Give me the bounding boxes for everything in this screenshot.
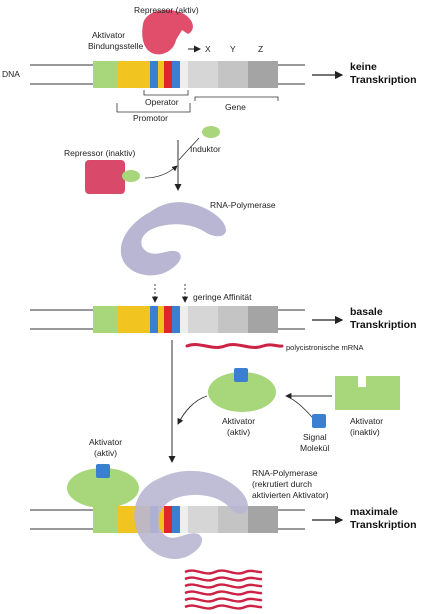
result-2-line-2: Transkription: [350, 319, 417, 331]
activator-site-label-2: Bindungsstelle: [88, 41, 144, 51]
polymerase-recruit-label-1: RNA-Polymerase: [252, 468, 318, 478]
signal-molecule-shape: [312, 414, 326, 428]
transition-inducer: Induktor Repressor (inaktiv) RNA-Polymer…: [64, 126, 276, 276]
activator-active-label-1: Aktivator: [222, 416, 255, 426]
polymerase-recruit-label-2: (rekrutiert durch: [252, 479, 312, 489]
gene-y-block-2: [218, 306, 248, 333]
activator-label-2: (aktiv): [94, 448, 117, 458]
inducer-shape: [202, 126, 220, 138]
result-3-line-1: maximale: [350, 506, 398, 518]
gene-x-block-2: [188, 306, 218, 333]
rna-polymerase-label: RNA-Polymerase: [210, 200, 276, 210]
genes-bracket: [194, 96, 279, 101]
inducer-connector: [178, 137, 200, 161]
activator-binding-site: [93, 61, 118, 88]
promoter-label: Promotor: [133, 113, 168, 123]
repressor-inactive-label: Repressor (inaktiv): [64, 148, 135, 158]
gene-x-block-3: [188, 506, 218, 533]
gene-z-block-3: [248, 506, 278, 533]
signal-label-1: Signal: [303, 432, 327, 442]
activator-inactive-label-2: (inaktiv): [350, 427, 380, 437]
affinity-label: geringe Affinität: [193, 292, 252, 302]
operator-3-blue-right: [172, 506, 180, 533]
repressor-release-arrow: [144, 165, 178, 179]
gene-y-label: Y: [230, 44, 236, 54]
operator-2-blue-right: [172, 306, 180, 333]
recruited-polymerase-shape: [134, 470, 248, 560]
result-1-line-2: Transkription: [350, 74, 417, 86]
gene-x-block: [188, 61, 218, 88]
operator-2-yellow: [158, 306, 164, 333]
spacer-3-light: [180, 506, 188, 533]
polymerase-recruit-label-3: aktivierten Aktivator): [252, 490, 329, 500]
gene-z-label: Z: [258, 44, 263, 54]
mrna-strand-2: [184, 576, 263, 582]
signal-label-2: Molekül: [300, 443, 329, 453]
mrna-strand-6: [184, 604, 263, 610]
result-3-line-2: Transkription: [350, 519, 417, 531]
result-1-line-1: keine: [350, 61, 377, 73]
activator-active-shape: [208, 372, 276, 412]
promoter-bracket: [116, 103, 191, 113]
rna-polymerase-shape: [120, 202, 226, 276]
promoter-region: [118, 61, 150, 88]
gene-x-label: X: [205, 44, 211, 54]
operator-3-red: [164, 506, 172, 533]
mrna-strand-4: [184, 590, 263, 596]
panel-basal-transcription: geringe Affinität basale Transkription p…: [30, 284, 417, 352]
activator-site-label-1: Aktivator: [92, 30, 125, 40]
mrna-strand-1: [184, 569, 263, 575]
operator-2-blue-left: [150, 306, 158, 333]
bound-activator-shape: [67, 468, 139, 508]
result-2-line-1: basale: [350, 306, 383, 318]
inducer-label: Induktor: [190, 144, 221, 154]
operator-red: [164, 61, 172, 88]
activator-bind-arrow: [177, 395, 208, 425]
operator-3-yellow: [158, 506, 164, 533]
promoter-region-2: [118, 306, 150, 333]
operator-2-red: [164, 306, 172, 333]
mrna-strand-3: [184, 583, 263, 589]
mrna-bundle-max: [184, 569, 263, 610]
panel-no-transcription: DNA Repressor (aktiv) Aktivator Bindungs…: [2, 5, 417, 123]
repressor-active-label: Repressor (aktiv): [134, 5, 199, 15]
activator-label-1: Aktivator: [89, 437, 122, 447]
activator-inactive-shape: [335, 376, 400, 410]
activator-binding-site-2: [93, 306, 118, 333]
operator-bracket: [143, 90, 189, 96]
signal-on-activator: [234, 368, 248, 382]
gene-y-block: [218, 61, 248, 88]
spacer-2-light: [180, 306, 188, 333]
operator-blue-left: [150, 61, 158, 88]
activator-binding-site-3: [93, 506, 118, 533]
dna-label: DNA: [2, 69, 20, 79]
activator-inactive-label-1: Aktivator: [350, 416, 383, 426]
transition-activator: Aktivator (aktiv) Signal Molekül Aktivat…: [168, 340, 400, 463]
mrna-basal: [185, 343, 284, 349]
mrna-strand-5: [184, 597, 263, 603]
bound-signal-shape: [96, 464, 110, 478]
repressor-inactive-shape: [85, 160, 125, 194]
panel-max-transcription: Aktivator (aktiv) RNA-Polymerase (rekrut…: [30, 437, 417, 610]
mrna-label: polycistronische mRNA: [286, 343, 364, 352]
operator-yellow: [158, 61, 164, 88]
gene-z-block-2: [248, 306, 278, 333]
operator-blue-right: [172, 61, 180, 88]
genes-label: Gene: [225, 102, 246, 112]
bound-inducer-shape: [122, 170, 140, 182]
repressor-active-shape: [142, 9, 193, 55]
spacer-light: [180, 61, 188, 88]
operator-label: Operator: [145, 97, 179, 107]
gene-z-block: [248, 61, 278, 88]
activator-active-label-2: (aktiv): [227, 427, 250, 437]
